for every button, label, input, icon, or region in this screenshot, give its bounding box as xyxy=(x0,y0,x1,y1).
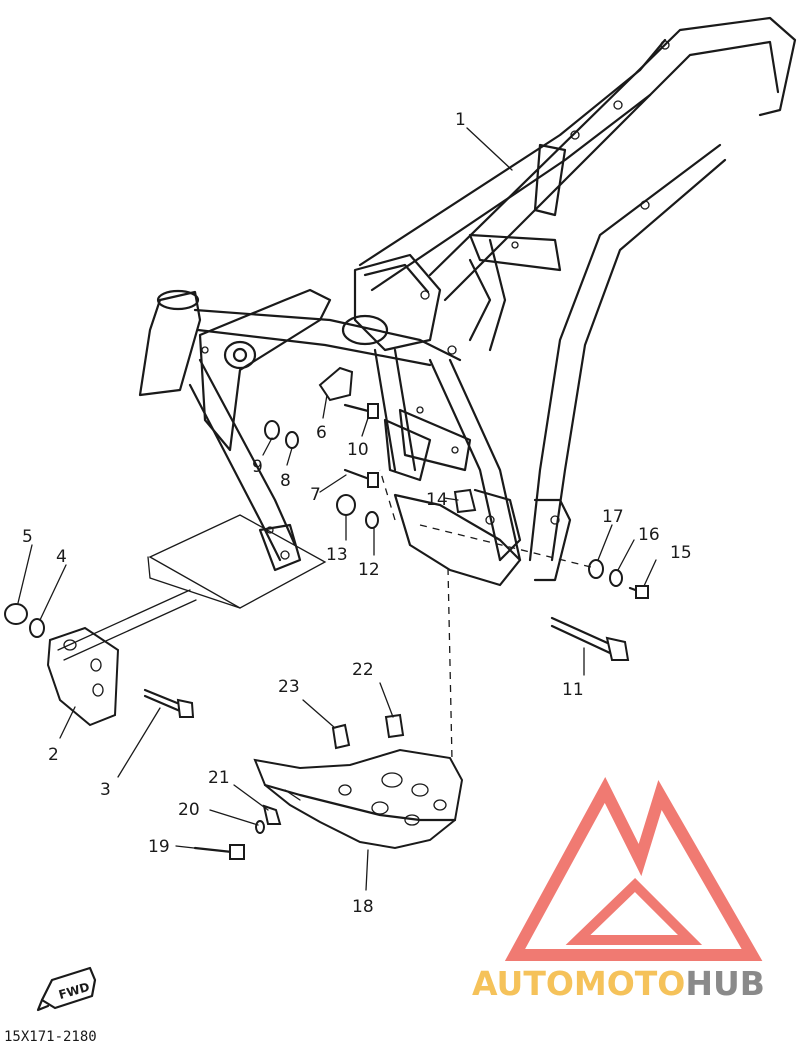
callout-17: 17 xyxy=(602,507,624,527)
callout-15: 15 xyxy=(670,543,692,563)
reference-lines xyxy=(57,469,596,761)
callout-12: 12 xyxy=(358,560,380,580)
callout-23: 23 xyxy=(278,677,300,697)
skid-plate xyxy=(253,748,464,850)
callout-9: 9 xyxy=(252,457,263,477)
callout-6: 6 xyxy=(316,423,327,443)
logo-text-automoto: AUTOMOTOHUB xyxy=(472,964,765,1003)
callout-19: 19 xyxy=(148,837,170,857)
callout-4: 4 xyxy=(56,547,67,567)
callout-22: 22 xyxy=(352,660,374,680)
callout-10: 10 xyxy=(347,440,369,460)
callout-18: 18 xyxy=(352,897,374,917)
callout-21: 21 xyxy=(208,768,230,788)
figure-code: 15X171-2180 xyxy=(4,1029,97,1045)
callout-1: 1 xyxy=(455,110,466,130)
callout-5: 5 xyxy=(22,527,33,547)
callout-2: 2 xyxy=(48,745,59,765)
callout-7: 7 xyxy=(310,485,321,505)
callout-labels: 1 2 3 4 5 6 7 8 9 10 11 12 13 14 15 16 1… xyxy=(22,110,692,917)
forward-arrow-icon: FWD xyxy=(36,966,97,1012)
callout-16: 16 xyxy=(638,525,660,545)
leader-lines xyxy=(17,127,657,891)
callout-3: 3 xyxy=(100,780,111,800)
automotohub-logo: AUTOMOTOHUB xyxy=(472,777,765,1003)
logo-mark-icon xyxy=(504,777,763,961)
callout-11: 11 xyxy=(562,680,584,700)
callout-8: 8 xyxy=(280,471,291,491)
callout-13: 13 xyxy=(326,545,348,565)
callout-14: 14 xyxy=(426,490,448,510)
callout-20: 20 xyxy=(178,800,200,820)
motorcycle-frame xyxy=(138,16,797,587)
